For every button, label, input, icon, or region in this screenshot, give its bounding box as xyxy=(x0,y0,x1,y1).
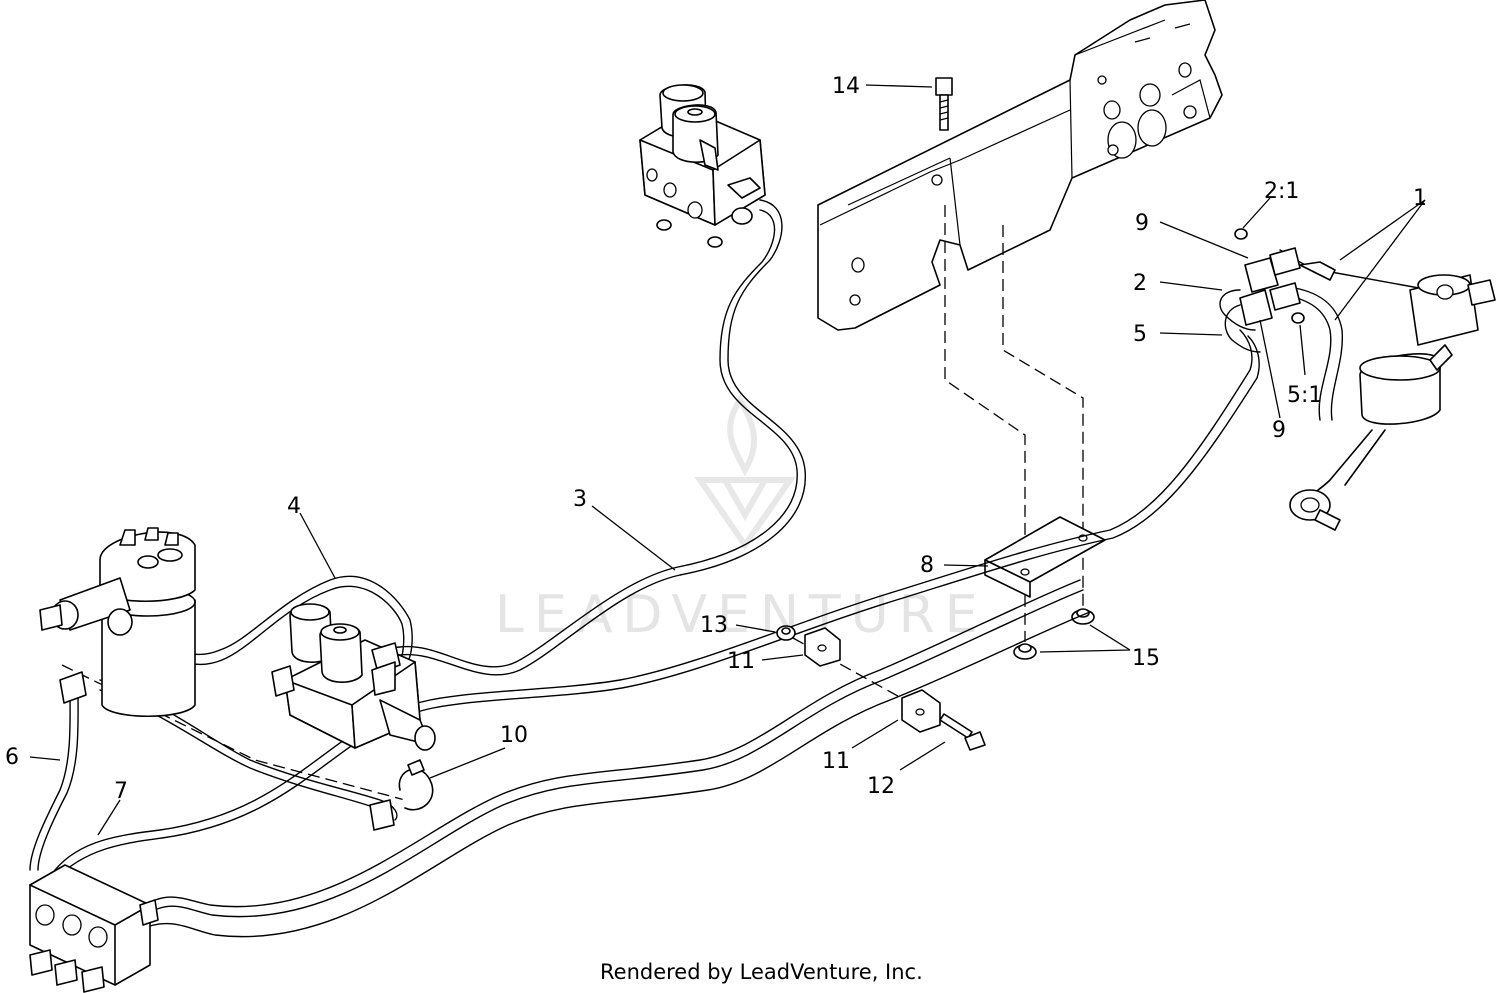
steering-cylinder xyxy=(1289,274,1496,531)
render-caption: Rendered by LeadVenture, Inc. xyxy=(600,960,923,984)
flange-nuts xyxy=(1013,608,1095,660)
top-valve xyxy=(639,84,766,248)
callout-10: 10 xyxy=(500,723,528,748)
callout-1: 1 xyxy=(1413,186,1427,211)
bolt-14 xyxy=(935,77,953,131)
callout-3: 3 xyxy=(573,487,587,512)
bracket xyxy=(984,516,1106,598)
callouts: 1 2 2:1 3 4 5 5:1 6 7 8 9 9 10 11 11 12 … xyxy=(5,74,1427,804)
callout-15: 15 xyxy=(1132,646,1160,671)
watermark-logo xyxy=(694,394,796,551)
washer-13 xyxy=(776,625,796,641)
callout-6: 6 xyxy=(5,745,19,770)
callout-13: 13 xyxy=(700,613,728,638)
leader-lines xyxy=(29,84,1426,836)
filter-assembly xyxy=(39,527,196,717)
watermark-text: LEADVENTURE xyxy=(495,585,988,645)
callout-14: 14 xyxy=(832,74,860,99)
callout-9-upper: 9 xyxy=(1135,211,1149,236)
callout-5: 5 xyxy=(1133,322,1147,347)
clamp-halves xyxy=(804,627,941,733)
callout-12: 12 xyxy=(867,774,895,799)
callout-4: 4 xyxy=(287,494,301,519)
frame-rail xyxy=(817,0,1223,331)
callout-7: 7 xyxy=(114,779,128,804)
callout-2: 2 xyxy=(1133,271,1147,296)
manifold-block xyxy=(29,864,159,993)
bolt-12 xyxy=(939,713,986,751)
callout-11-lower: 11 xyxy=(822,749,850,774)
callout-8: 8 xyxy=(920,553,934,578)
fittings xyxy=(1234,228,1336,326)
callout-9-lower: 9 xyxy=(1272,418,1286,443)
clamp-10 xyxy=(369,759,434,831)
callout-5-1: 5:1 xyxy=(1287,383,1322,408)
watermark: LEADVENTURE xyxy=(495,394,988,645)
hydraulic-tubes xyxy=(29,199,1431,938)
callout-11-upper: 11 xyxy=(727,649,755,674)
callout-2-1: 2:1 xyxy=(1264,179,1299,204)
valve-block-4 xyxy=(271,603,436,751)
